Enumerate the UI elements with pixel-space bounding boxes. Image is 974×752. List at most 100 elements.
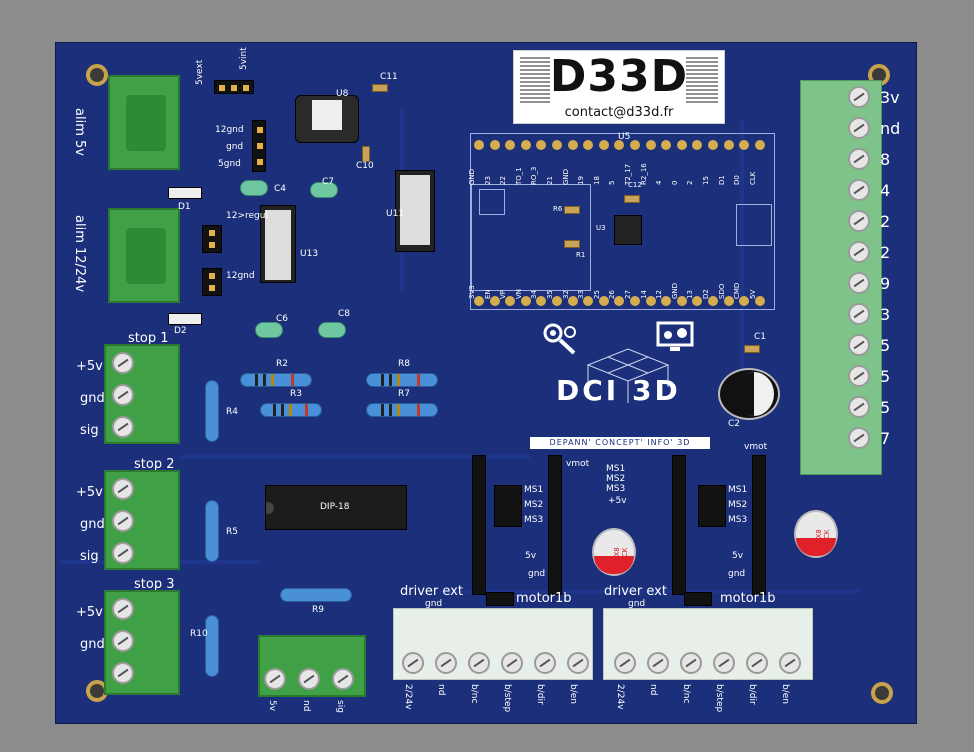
esp-bottom-pin-label: 25 — [592, 290, 601, 299]
label-alim-12-24v: alim 12/24v — [72, 215, 87, 293]
screw-icon[interactable] — [298, 668, 320, 690]
screw-icon[interactable] — [112, 478, 134, 500]
jumper-regu[interactable] — [202, 225, 222, 253]
cap-label: 8X8 YCK — [613, 547, 629, 561]
screw-icon[interactable] — [112, 598, 134, 620]
screw-icon[interactable] — [848, 334, 870, 356]
stop-pin-label: +5v — [76, 605, 103, 620]
driver1-ext-header[interactable] — [486, 592, 514, 606]
stop-pin-label: gnd — [80, 517, 105, 532]
jumper-5v-select[interactable] — [214, 80, 254, 94]
ref-r10: R10 — [190, 629, 208, 639]
esp-pin-pad — [645, 296, 656, 306]
right-terminal-block[interactable] — [800, 80, 882, 475]
screw-icon[interactable] — [848, 241, 870, 263]
screw-icon[interactable] — [647, 652, 669, 674]
esp-top-pin-label: 0 — [670, 180, 679, 185]
esp-pin-pad — [520, 140, 531, 150]
monitor-gear-icon — [654, 317, 698, 357]
esp-bottom-pin-label: 27 — [624, 290, 632, 299]
driver1-ext-gnd: gnd — [425, 599, 443, 609]
screw-icon[interactable] — [112, 416, 134, 438]
esp-pin-pad — [708, 296, 718, 306]
screw-icon[interactable] — [680, 652, 702, 674]
esp-top-pin-label: 2 — [686, 180, 695, 185]
screw-icon[interactable] — [112, 510, 134, 532]
driver2-ext-header[interactable] — [684, 592, 712, 606]
cap-c12 — [624, 195, 640, 203]
screw-icon[interactable] — [567, 652, 589, 674]
diode-d1 — [168, 187, 202, 199]
screw-icon[interactable] — [264, 668, 286, 690]
resistor-r1 — [564, 240, 580, 248]
esp-top-pin-label: GND — [561, 168, 570, 185]
screw-icon[interactable] — [746, 652, 768, 674]
right-connector-label: 4 — [880, 181, 891, 200]
bottom-terminal-right[interactable] — [603, 608, 813, 680]
esp-pin-pad — [598, 140, 609, 150]
bottom-terminal-label: b/en — [568, 684, 578, 704]
screw-icon[interactable] — [848, 365, 870, 387]
screw-icon[interactable] — [402, 652, 424, 674]
right-connector-label: 7 — [880, 429, 891, 448]
screw-icon[interactable] — [848, 179, 870, 201]
cap-c1 — [744, 345, 760, 353]
ref-d1: D1 — [178, 202, 191, 212]
esp-pin-pad — [489, 140, 500, 150]
screw-icon[interactable] — [713, 652, 735, 674]
resistor-r10 — [205, 615, 219, 677]
ref-r3: R3 — [290, 389, 302, 399]
screw-icon[interactable] — [848, 396, 870, 418]
right-connector-label: 5 — [880, 367, 891, 386]
stop-title: stop 2 — [134, 457, 175, 472]
cap-c11 — [372, 84, 388, 92]
ref-c10: C10 — [356, 161, 374, 171]
screw-icon[interactable] — [112, 662, 134, 684]
power-terminal-5v[interactable] — [108, 75, 180, 170]
screw-icon[interactable] — [614, 652, 636, 674]
esp-bottom-pin-label: 13 — [686, 290, 695, 299]
driver1-ms-jumpers[interactable] — [494, 485, 522, 527]
esp-bottom-pin-label: 34 — [530, 290, 539, 299]
esp-bottom-pin-label: EN — [483, 289, 492, 299]
screw-icon[interactable] — [779, 652, 801, 674]
screw-icon[interactable] — [468, 652, 490, 674]
screw-icon[interactable] — [112, 630, 134, 652]
screw-icon[interactable] — [112, 352, 134, 374]
screw-icon[interactable] — [848, 210, 870, 232]
driver2-ext-label: driver ext — [604, 584, 667, 599]
screw-icon[interactable] — [848, 303, 870, 325]
screw-icon[interactable] — [332, 668, 354, 690]
screw-icon[interactable] — [848, 117, 870, 139]
bottom-terminal-left[interactable] — [393, 608, 593, 680]
screw-icon[interactable] — [848, 86, 870, 108]
regulator-u13 — [260, 205, 296, 283]
screw-icon[interactable] — [848, 272, 870, 294]
jumper-12gnd[interactable] — [202, 268, 222, 296]
screw-icon[interactable] — [848, 148, 870, 170]
screw-icon[interactable] — [848, 427, 870, 449]
small-terminal-label: nd — [301, 700, 311, 712]
jumper-gnd-select[interactable] — [252, 120, 266, 172]
ref-d2: D2 — [174, 326, 187, 336]
ref-u13: U13 — [300, 249, 319, 259]
electrolytic-cap-2: 8X8 YCK — [794, 510, 838, 558]
power-terminal-12-24v[interactable] — [108, 208, 180, 303]
driver2-ms-jumpers[interactable] — [698, 485, 726, 527]
esp-bottom-pin-label: 12 — [655, 290, 664, 299]
screw-icon[interactable] — [501, 652, 523, 674]
esp-pin-pad — [708, 140, 718, 150]
esp-pin-pad — [630, 296, 640, 306]
screw-icon[interactable] — [112, 542, 134, 564]
stop-title: stop 3 — [134, 577, 175, 592]
bottom-terminal-label: b/step — [502, 684, 512, 713]
ref-c7: C7 — [322, 177, 335, 187]
screw-icon[interactable] — [435, 652, 457, 674]
esp-pin-pad — [474, 140, 484, 150]
cap-c7 — [310, 182, 338, 198]
screw-icon[interactable] — [112, 384, 134, 406]
trace — [180, 455, 530, 459]
screw-icon[interactable] — [534, 652, 556, 674]
logo-code-pattern — [686, 55, 718, 103]
ref-r1: R1 — [576, 251, 586, 259]
